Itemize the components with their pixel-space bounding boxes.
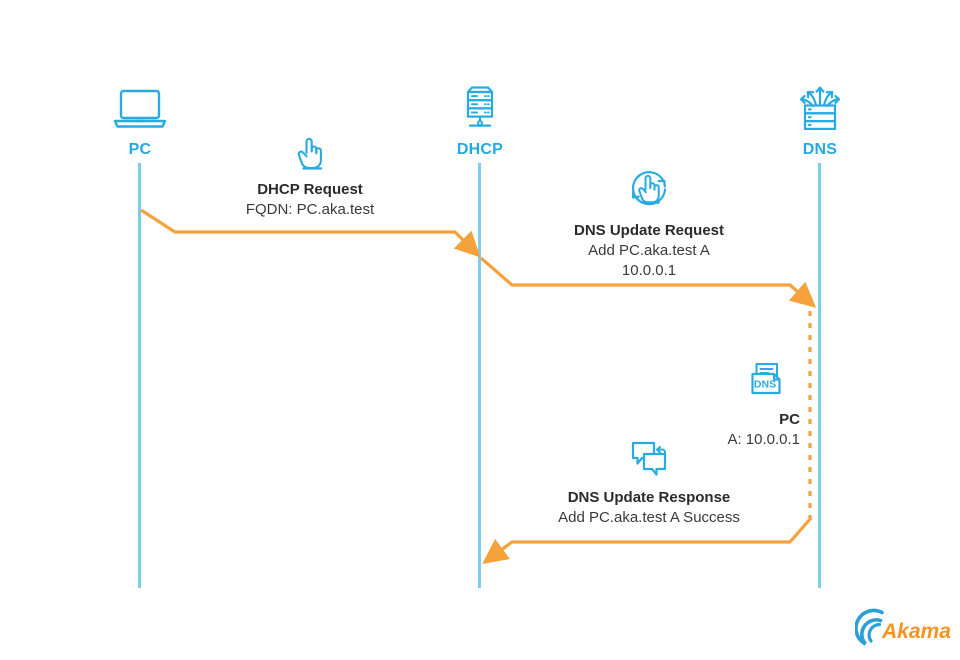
node-pc-label: PC: [128, 141, 152, 158]
dns-record-title: PC: [779, 411, 800, 428]
dns-record: DNS PC A: 10.0.0.1: [600, 358, 800, 450]
node-dhcp-label: DHCP: [456, 141, 504, 158]
akamai-logo: Akamai: [854, 608, 958, 648]
dns-document-icon: DNS: [600, 358, 800, 406]
svg-text:DNS: DNS: [754, 379, 776, 391]
message-dhcp-request-title: DHCP Request: [257, 181, 363, 198]
pointing-hand-icon: [170, 132, 450, 174]
akamai-wordmark: Akamai: [881, 620, 950, 643]
message-dns-update-response-title: DNS Update Response: [567, 489, 731, 506]
lifeline-pc: [138, 163, 141, 588]
message-dhcp-request: DHCP Request FQDN: PC.aka.test: [170, 132, 450, 220]
laptop-icon: [60, 80, 220, 132]
node-dns[interactable]: DNS: [740, 80, 900, 159]
node-dns-label: DNS: [802, 141, 838, 158]
lifeline-dhcp: [478, 163, 481, 588]
message-dns-update-request: DNS Update Request Add PC.aka.test A 10.…: [509, 163, 789, 281]
node-pc[interactable]: PC: [60, 80, 220, 159]
node-dhcp[interactable]: DHCP: [400, 80, 560, 159]
message-dns-update-request-line-1: Add PC.aka.test A: [588, 242, 710, 259]
dns-server-icon: [740, 80, 900, 132]
dns-record-sub: A: 10.0.0.1: [727, 431, 800, 448]
server-rack-icon: [400, 80, 560, 132]
message-dns-update-request-line-2: 10.0.0.1: [621, 262, 677, 279]
message-dns-update-request-title: DNS Update Request: [573, 222, 725, 239]
lifeline-dns: [818, 163, 821, 588]
message-dns-update-response: DNS Update Response Add PC.aka.test A Su…: [509, 436, 789, 528]
message-dns-update-response-line-1: Add PC.aka.test A Success: [558, 509, 740, 526]
chat-bubbles-icon: [509, 436, 789, 482]
message-dhcp-request-line-1: FQDN: PC.aka.test: [245, 201, 375, 218]
refresh-hand-icon: [509, 163, 789, 215]
